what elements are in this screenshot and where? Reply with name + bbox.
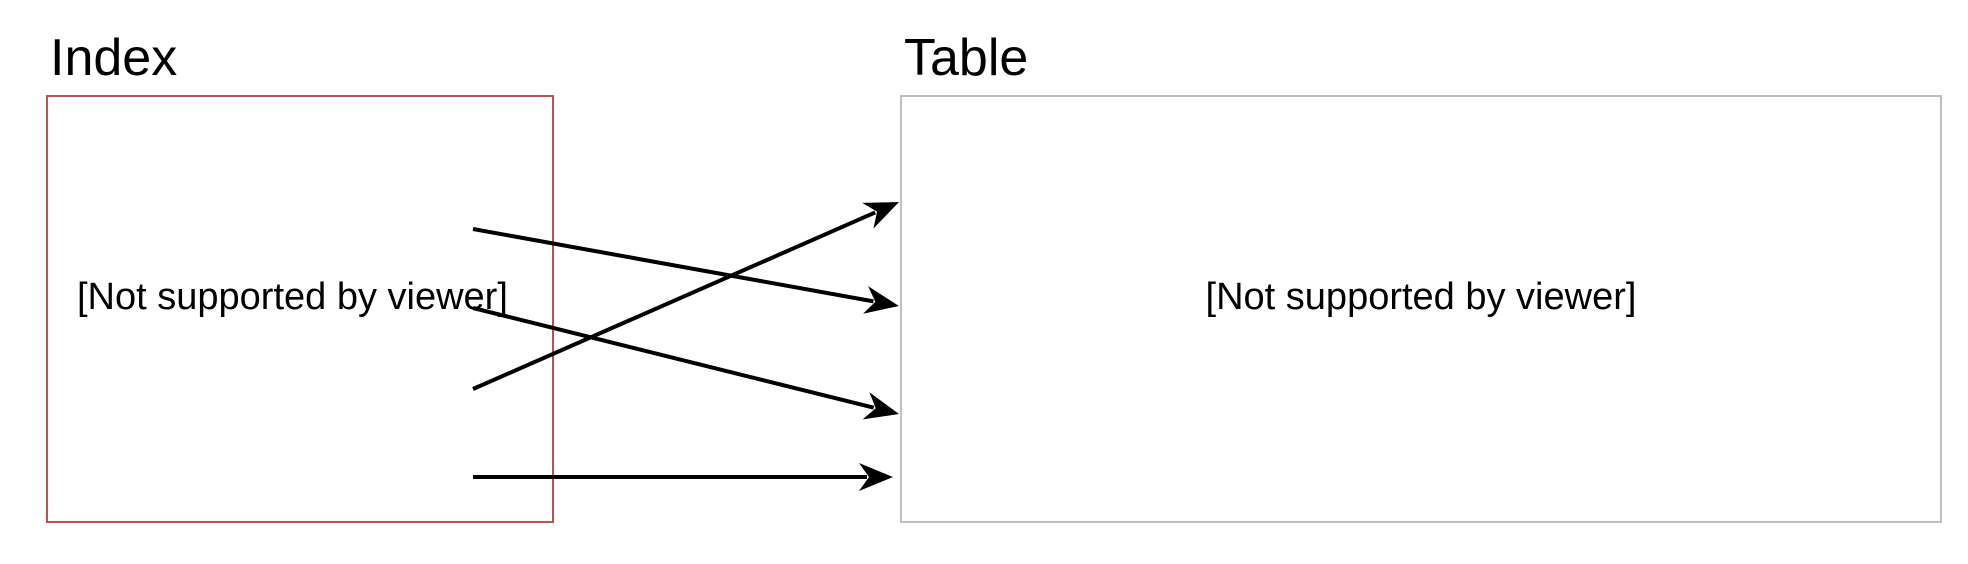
table-box-label: [Not supported by viewer] bbox=[1205, 276, 1637, 318]
table-box[interactable]: [Not supported by viewer] bbox=[900, 95, 1942, 523]
table-heading: Table bbox=[904, 29, 1029, 87]
arrowhead bbox=[859, 463, 893, 491]
arrowhead bbox=[863, 286, 899, 314]
index-box-label: [Not supported by viewer] bbox=[77, 276, 508, 318]
arrowhead bbox=[862, 392, 899, 420]
index-box[interactable]: [Not supported by viewer] bbox=[46, 95, 554, 523]
index-heading: Index bbox=[50, 29, 178, 87]
arrowhead bbox=[862, 202, 899, 229]
